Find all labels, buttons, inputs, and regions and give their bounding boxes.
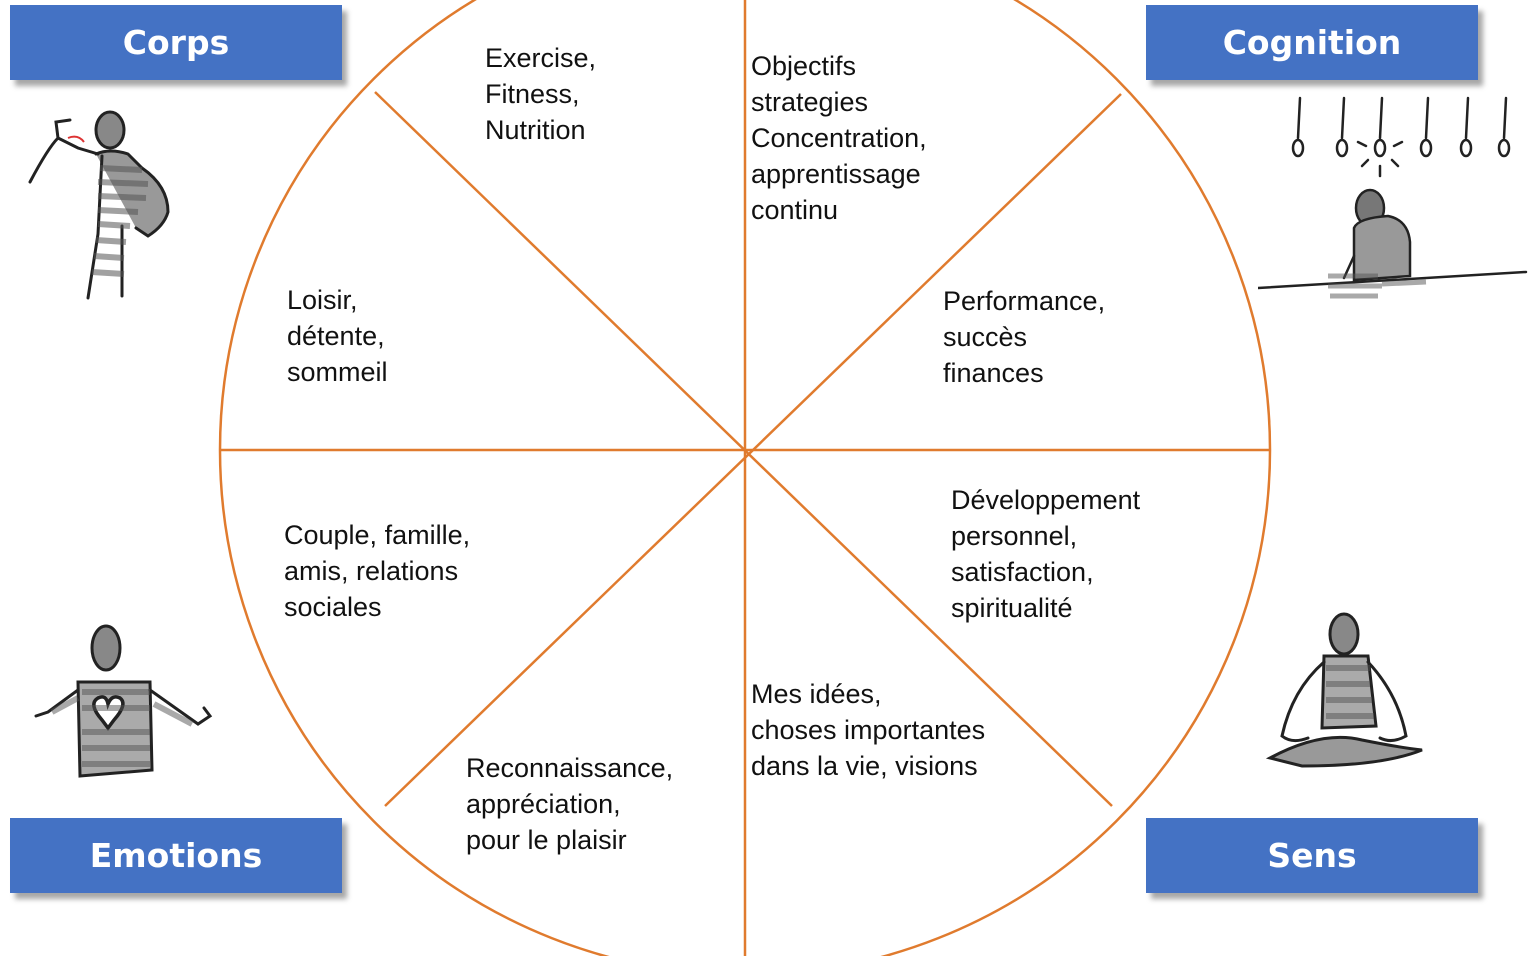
segment-objectifs: Objectifs strategies Concentration, appr…	[751, 51, 927, 225]
flexing-person-icon	[28, 110, 170, 300]
wheel-divider-diag-1	[374, 91, 1113, 807]
category-sens: Sens	[1146, 818, 1478, 893]
segment-loisir: Loisir, détente, sommeil	[287, 285, 388, 387]
segment-fitness: Exercise, Fitness, Nutrition	[485, 43, 597, 145]
category-cognition: Cognition	[1146, 5, 1478, 80]
segment-reconnaissance: Reconnaissance, appréciation, pour le pl…	[466, 753, 674, 855]
segment-relations: Couple, famille, amis, relations sociale…	[284, 520, 471, 622]
thinking-person-lightbulbs-icon	[1258, 96, 1528, 299]
segment-performance: Performance, succès finances	[943, 286, 1106, 388]
meditating-person-icon	[1265, 612, 1423, 768]
category-corps: Corps	[10, 5, 342, 80]
person-heart-thumbs-up-icon	[34, 624, 213, 778]
category-emotions: Emotions	[10, 818, 342, 893]
segment-developpement: Développement personnel, satisfaction, s…	[951, 485, 1141, 623]
wheel-divider-diag-2	[384, 93, 1122, 807]
segment-idees: Mes idées, choses importantes dans la vi…	[751, 679, 986, 781]
